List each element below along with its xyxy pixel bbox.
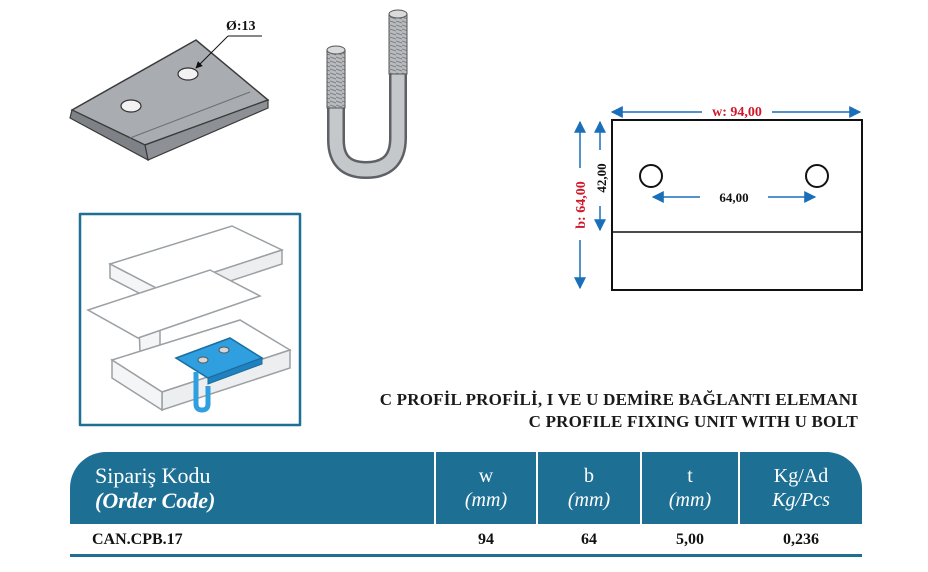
plate-drawing — [69, 35, 270, 162]
height-dimension-label: b: 64,00 — [574, 181, 589, 228]
technical-illustrations: Ø:13 w: — [69, 9, 863, 427]
cell-order-code: CAN.CPB.17 — [92, 531, 183, 548]
header-t-en: (mm) — [668, 489, 712, 511]
u-bolt-drawing — [326, 9, 408, 180]
header-order-code-en: (Order Code) — [95, 488, 216, 513]
cell-w: 94 — [478, 531, 494, 548]
header-weight-en: Kg/Pcs — [772, 489, 830, 511]
cell-weight: 0,236 — [783, 531, 819, 548]
width-dimension-label: w: 94,00 — [712, 105, 762, 120]
header-divider — [640, 452, 642, 524]
header-b-en: (mm) — [567, 489, 611, 511]
header-w: w (mm) — [436, 452, 536, 524]
spec-table: Sipariş Kodu (Order Code) w (mm) b (mm) … — [70, 452, 862, 558]
product-title-tr: C PROFİL PROFİLİ, I VE U DEMİRE BAĞLANTI… — [379, 390, 858, 409]
hole-offset-label: 42,00 — [594, 163, 609, 192]
header-divider — [434, 452, 436, 524]
hole-diameter-label: Ø:13 — [226, 19, 256, 34]
header-order-code-tr: Sipariş Kodu — [95, 463, 211, 488]
hole-spacing-label: 64,00 — [719, 190, 748, 205]
header-weight-tr: Kg/Ad — [773, 465, 829, 487]
cell-b: 64 — [581, 531, 597, 548]
header-divider — [536, 452, 538, 524]
dimension-drawing — [574, 106, 863, 291]
header-w-en: (mm) — [464, 489, 508, 511]
header-b-tr: b — [584, 465, 594, 487]
header-w-tr: w — [478, 465, 494, 487]
header-divider — [738, 452, 740, 524]
product-title-en: C PROFILE FIXING UNIT WITH U BOLT — [528, 412, 858, 431]
cell-t: 5,00 — [676, 531, 704, 548]
header-t: t (mm) — [642, 452, 738, 524]
table-row-divider — [70, 554, 862, 557]
table-header-background — [70, 452, 862, 524]
header-order-code: Sipariş Kodu (Order Code) — [70, 452, 459, 524]
application-drawing — [78, 212, 302, 427]
header-weight: Kg/Ad Kg/Pcs — [740, 452, 862, 524]
header-t-tr: t — [687, 465, 693, 487]
header-b: b (mm) — [538, 452, 640, 524]
